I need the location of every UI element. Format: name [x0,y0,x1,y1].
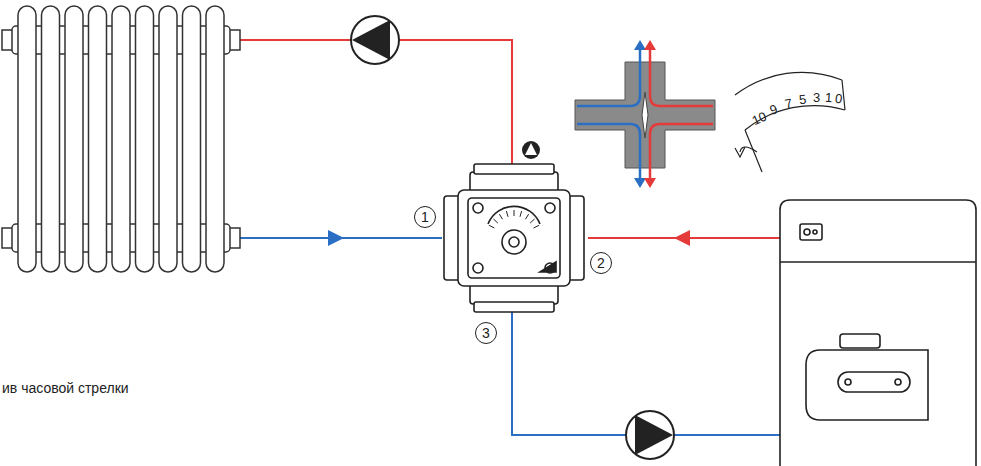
radiator-fin [159,6,177,272]
pump-top [351,16,399,64]
radiator-fin [18,6,36,272]
callout-number: 3 [482,326,490,340]
scale-digit: 5 [798,93,807,107]
scale-digit: 1 [825,91,833,104]
radiator-fin [112,6,130,272]
boiler [780,200,976,466]
radiator-fin [183,6,201,272]
radiator-fin [65,6,83,272]
scale-digit: 7 [784,96,794,110]
valve-section-inset [575,40,715,188]
scale-arc [735,72,845,172]
note-text: ив часовой стрелки [2,381,129,395]
callout-circle: 1 [414,206,436,228]
callout-number: 1 [421,210,429,224]
radiator-fin [136,6,154,272]
four-way-valve [444,164,584,312]
radiator-fin [42,6,60,272]
callout-circle: 2 [590,252,612,274]
radiator-fin [89,6,107,272]
callout-number: 2 [597,256,605,270]
radiator [2,6,240,272]
scale-digit: 0 [834,92,843,106]
pump-bottom [626,411,674,459]
radiator-fin [206,6,224,272]
scale-digit: 3 [813,91,820,104]
callout-circle: 3 [475,322,497,344]
